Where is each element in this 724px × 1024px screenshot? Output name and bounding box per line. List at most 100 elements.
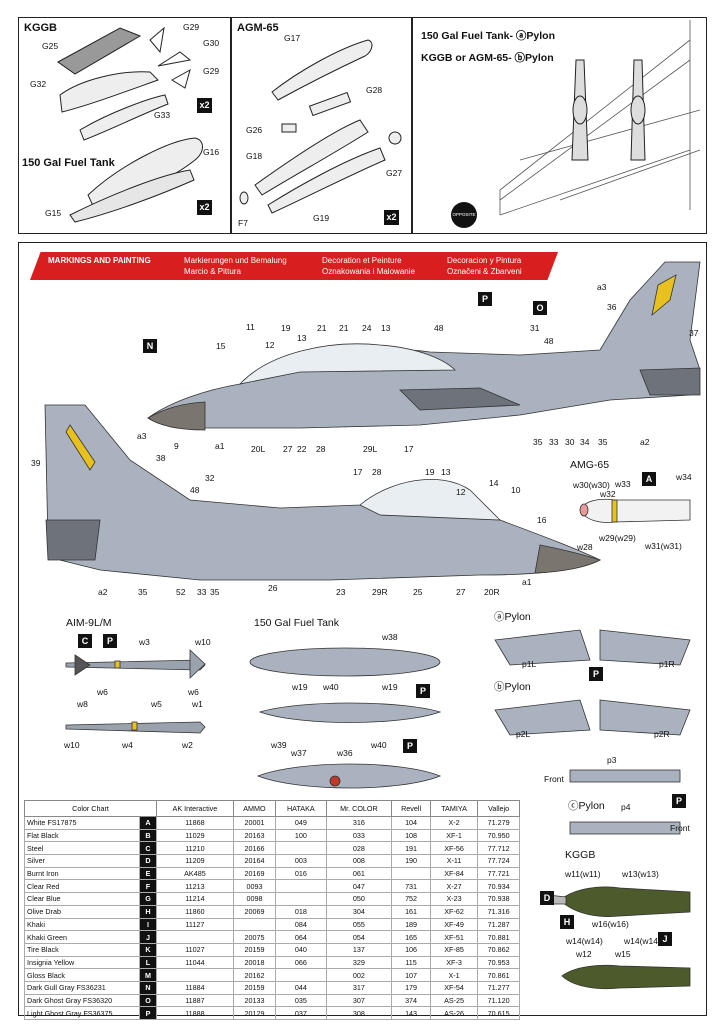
paint-code-cell: 374 (391, 993, 431, 1008)
tag-P: P (478, 292, 492, 306)
paint-code-cell: XF-51 (429, 930, 479, 944)
color-code-cell: I (139, 917, 157, 932)
header-cell: Color Chart (24, 800, 157, 817)
part-label: G19 (313, 213, 330, 223)
paint-code-cell: 77.712 (477, 841, 520, 856)
tag-J: J (658, 932, 672, 946)
paint-code-cell: 11887 (156, 993, 234, 1008)
paint-code-cell: XF-1 (429, 828, 479, 843)
color-code-cell: H (139, 904, 157, 919)
paint-code-cell: 054 (325, 930, 393, 944)
callout: 11 (246, 322, 255, 332)
color-name-cell: Light Ghost Gray FS36375 (24, 1006, 140, 1020)
tag-D: D (540, 891, 554, 905)
paint-code-cell: 316 (325, 816, 393, 830)
paint-code-cell: 0098 (232, 892, 277, 906)
callout: 33 (197, 587, 207, 597)
paint-code-cell: 20166 (232, 841, 277, 856)
paint-code-cell: XF-85 (429, 942, 479, 957)
paint-code-cell: 20164 (232, 854, 277, 868)
callout: 10 (511, 485, 521, 495)
callout: w33 (615, 479, 631, 489)
aim9-title: AIM-9L/M (66, 617, 112, 629)
paint-code-cell: X-1 (429, 968, 479, 982)
paint-code-cell: XF-56 (429, 841, 479, 856)
callout: 14 (489, 478, 499, 488)
callout: w10 (195, 637, 211, 647)
callout: 17 (353, 467, 363, 477)
callout: 13 (441, 467, 451, 477)
color-name-cell: Steel (24, 841, 140, 856)
paint-code-cell (275, 841, 327, 856)
color-code-cell: A (139, 816, 157, 830)
tag-N: N (143, 339, 157, 353)
color-code-cell: C (139, 841, 157, 856)
callout: 23 (336, 587, 346, 597)
paint-code-cell: 191 (391, 841, 431, 856)
part-label: G27 (386, 168, 403, 178)
callout: 28 (372, 467, 382, 477)
header-cell: AK Interactive (156, 800, 234, 817)
tag-P: P (403, 739, 417, 753)
paint-code-cell: 11213 (156, 879, 234, 894)
paint-code-cell (156, 968, 234, 982)
color-name-cell: Flat Black (24, 828, 140, 843)
paint-code-cell: 71.287 (477, 917, 520, 932)
callout: w19 (292, 682, 308, 692)
color-name-cell: Clear Red (24, 879, 140, 894)
paint-code-cell: 20163 (232, 828, 277, 843)
callout: w6 (188, 687, 199, 697)
paint-code-cell: AS-26 (429, 1006, 479, 1020)
callout: p1L (522, 659, 537, 669)
paint-code-cell: 190 (391, 854, 431, 868)
callout: 32 (205, 473, 215, 483)
callout: w15 (615, 949, 631, 959)
part-label: G32 (30, 79, 47, 89)
tag-H: H (560, 915, 574, 929)
agm65-assembly-panel (231, 17, 412, 234)
paint-code-cell: 731 (391, 879, 431, 894)
callout: 29R (372, 587, 388, 597)
paint-code-cell: 77.721 (477, 866, 520, 881)
paint-code-cell: X-23 (429, 892, 479, 906)
callout: 34 (580, 437, 590, 447)
part-label: G15 (45, 208, 62, 218)
callout: p2R (654, 729, 670, 739)
part-label: G29 (203, 66, 220, 76)
callout: 35 (210, 587, 220, 597)
callout: w16(w16) (592, 919, 629, 929)
color-code-cell: M (139, 968, 157, 982)
paint-code-cell: 70.862 (477, 942, 520, 957)
color-name-cell: Dark Gull Gray FS36231 (24, 980, 140, 995)
paint-code-cell: AK485 (156, 866, 234, 881)
paint-code-cell: 329 (325, 955, 393, 970)
paint-code-cell: 11884 (156, 980, 234, 995)
tag-O: O (533, 301, 547, 315)
paint-code-cell: 040 (275, 942, 327, 957)
paint-code-cell: 70.950 (477, 828, 520, 843)
tag-A: A (642, 472, 656, 486)
callout: 20R (484, 587, 500, 597)
tag-P: P (416, 684, 430, 698)
part-label: G30 (203, 38, 220, 48)
pylon-a-title: ⓐPylon (494, 611, 531, 623)
paint-code-cell: 106 (391, 942, 431, 957)
paint-code-cell: 304 (325, 904, 393, 919)
paint-code-cell: 104 (391, 816, 431, 830)
paint-code-cell: 161 (391, 904, 431, 919)
paint-code-cell: 307 (325, 993, 393, 1008)
color-code-cell: O (139, 993, 157, 1008)
callout: w13(w13) (622, 869, 659, 879)
callout: 38 (156, 453, 166, 463)
paint-code-cell: 20133 (232, 993, 277, 1008)
callout: w19 (382, 682, 398, 692)
paint-code-cell: 11214 (156, 892, 234, 906)
